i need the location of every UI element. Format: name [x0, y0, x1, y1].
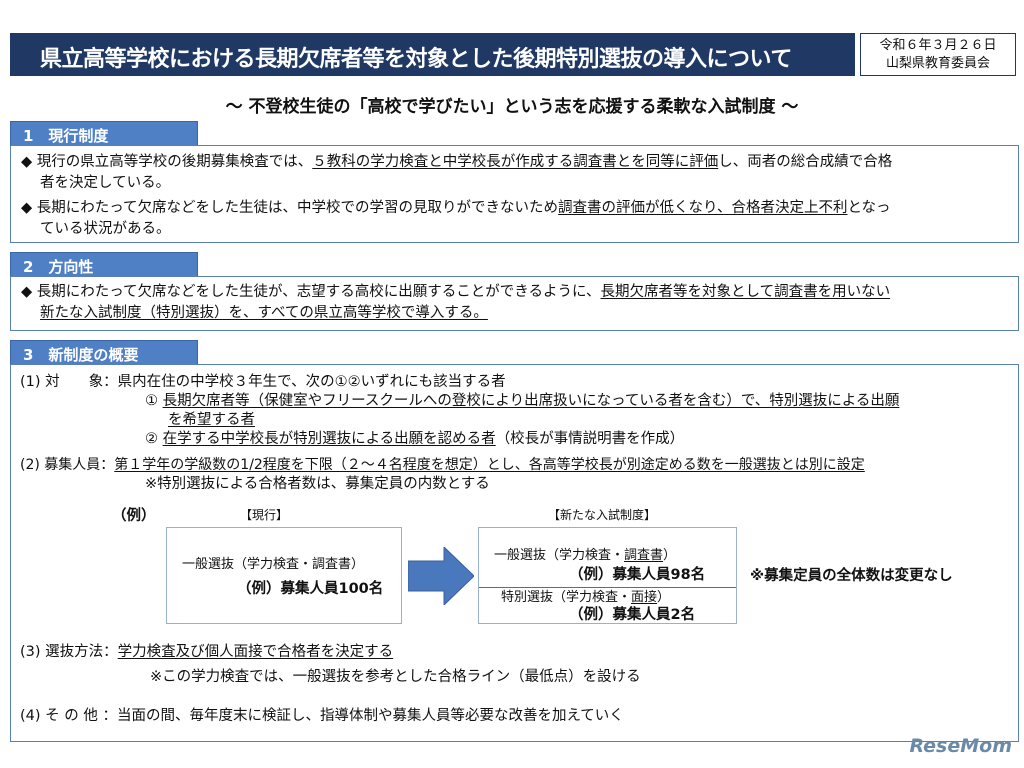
quota-note: ※特別選抜による合格者数は、募集定員の内数とする: [145, 476, 490, 492]
new-general-quota: （例）募集人員98名: [569, 567, 706, 583]
arrow-right-icon: [408, 547, 474, 605]
issuer: 山梨県教育委員会: [885, 56, 990, 71]
target-row: (1) 対 象：県内在住の中学校３年生で、次の①②いずれにも該当する者: [20, 374, 506, 390]
method-note: ※この学力検査では、一般選抜を参考とした合格ライン（最低点）を設ける: [150, 669, 641, 685]
new-special-quota: （例）募集人員2名: [569, 607, 696, 623]
section-3-box: [10, 364, 1019, 742]
condition-1-cont: を希望する者: [168, 412, 255, 428]
new-general-line: 一般選抜（学力検査・調査書）: [494, 548, 677, 563]
date: 令和６年３月２６日: [879, 38, 997, 53]
bullet-cont: 者を決定している。: [40, 175, 171, 191]
method-row: (3) 選抜方法：学力検査及び個人面接で合格者を決定する: [20, 644, 394, 660]
new-system-box: 一般選抜（学力検査・調査書） （例）募集人員98名 特別選抜（学力検査・面接） …: [478, 527, 737, 624]
bullet-cont: 新たな入試制度（特別選抜）を、すべての県立高等学校で導入する。: [40, 305, 488, 321]
condition-1: ① 長期欠席者等（保健室やフリースクールへの登校により出席扱いになっている者を含…: [145, 393, 900, 409]
section-heading-3: 3 新制度の概要: [10, 340, 198, 365]
other-row: (4) そ の 他 ：当面の間、毎年度末に検証し、指導体制や募集人員等必要な改善…: [20, 708, 624, 724]
section-1-box: ◆ 現行の県立高等学校の後期募集検査では、５教科の学力検査と中学校長が作成する調…: [10, 145, 1019, 243]
new-special-line: 特別選抜（学力検査・面接）: [501, 590, 671, 605]
current-title: 【現行】: [240, 508, 289, 522]
example-label: （例）: [112, 508, 156, 524]
new-title: 【新たな入試制度】: [548, 508, 657, 522]
section-2-box: ◆ 長期にわたって欠席などをした生徒が、志望する高校に出願することができるように…: [10, 276, 1019, 331]
current-system-box: 一般選抜（学力検査・調査書） （例）募集人員100名: [166, 527, 402, 624]
bullet: ◆ 現行の県立高等学校の後期募集検査では、５教科の学力検査と中学校長が作成する調…: [21, 154, 893, 170]
resemom-logo: ReseMom: [909, 735, 1012, 757]
quota-row: (2) 募集人員：第１学年の学級数の1/2程度を下限（２～４名程度を想定）とし、…: [20, 457, 865, 473]
example-note: ※募集定員の全体数は変更なし: [750, 568, 953, 584]
section-heading-1: 1 現行制度: [10, 121, 198, 146]
bullet: ◆ 長期にわたって欠席などをした生徒が、志望する高校に出願することができるように…: [21, 284, 891, 300]
section-heading-2: 2 方向性: [10, 252, 198, 277]
current-quota: （例）募集人員100名: [237, 581, 384, 597]
bullet: ◆ 長期にわたって欠席などをした生徒は、中学校での学習の見取りができないため調査…: [21, 200, 891, 216]
page-title: 県立高等学校における長期欠席者等を対象とした後期特別選抜の導入について: [10, 33, 855, 76]
date-box: 令和６年３月２６日 山梨県教育委員会: [860, 33, 1016, 76]
divider: [479, 587, 736, 588]
current-line: 一般選抜（学力検査・調査書）: [182, 557, 365, 572]
subtitle: ～ 不登校生徒の「高校で学びたい」という志を応援する柔軟な入試制度 ～: [225, 97, 799, 117]
bullet-cont: ている状況がある。: [40, 221, 171, 237]
condition-2: ② 在学する中学校長が特別選抜による出願を認める者（校長が事情説明書を作成）: [145, 431, 685, 447]
